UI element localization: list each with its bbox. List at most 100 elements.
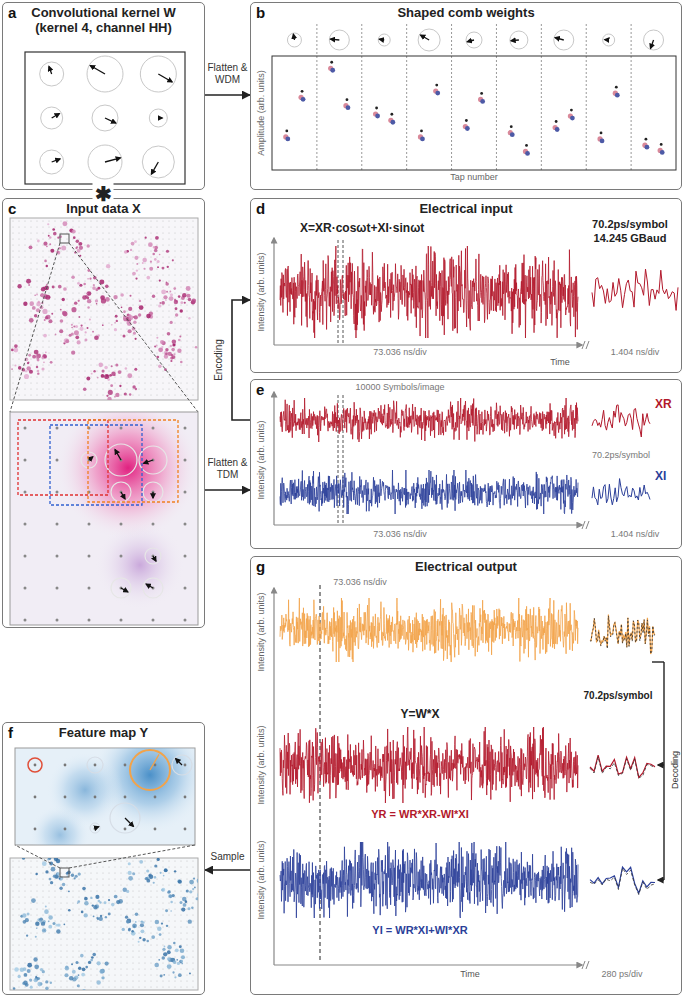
data-dot	[116, 320, 118, 322]
grid-dot	[37, 861, 38, 862]
grid-dot	[121, 365, 122, 366]
grid-dot	[145, 371, 146, 372]
grid-dot	[31, 903, 32, 904]
data-dot	[83, 387, 87, 391]
grid-dot	[79, 371, 80, 372]
grid-dot	[127, 873, 128, 874]
grid-dot	[115, 957, 116, 958]
grid-dot	[187, 353, 188, 354]
grid-dot	[43, 927, 44, 928]
grid-dot	[121, 945, 122, 946]
phasor-arrow	[511, 39, 519, 41]
data-dot	[13, 348, 18, 353]
grid-dot	[79, 263, 80, 264]
grid-dot	[193, 233, 194, 234]
grid-dot	[109, 293, 110, 294]
grid-dot	[193, 341, 194, 342]
grid-dot	[67, 891, 68, 892]
grid-dot	[157, 335, 158, 336]
phasor-ring	[329, 30, 349, 50]
grid-dot	[67, 927, 68, 928]
grid-dot	[31, 377, 32, 378]
grid-dot	[55, 395, 56, 396]
grid-dot	[67, 945, 68, 946]
grid-dot	[25, 311, 26, 312]
grid-dot	[133, 371, 134, 372]
grid-dot	[19, 885, 20, 886]
grid-dot	[97, 891, 98, 892]
grid-dot	[79, 945, 80, 946]
grid-dot	[37, 927, 38, 928]
grid-dot	[91, 927, 92, 928]
grid-dot	[61, 885, 62, 886]
grid-dot	[157, 395, 158, 396]
grid-dot	[151, 359, 152, 360]
phasor-ring	[644, 30, 664, 50]
grid-dot	[133, 981, 134, 982]
grid-dot	[43, 263, 44, 264]
grid-dot	[103, 221, 104, 222]
data-dot	[71, 327, 73, 329]
grid-dot	[169, 329, 170, 330]
grid-dot	[157, 311, 158, 312]
grid-dot	[109, 981, 110, 982]
grid-dot	[157, 897, 158, 898]
grid-dot	[19, 365, 20, 366]
grid-dot	[61, 371, 62, 372]
grid-dot	[109, 251, 110, 252]
grid-dot	[64, 828, 67, 831]
grid-dot	[67, 389, 68, 390]
grid-dot	[37, 909, 38, 910]
grid-dot	[13, 921, 14, 922]
grid-dot	[97, 867, 98, 868]
grid-dot	[103, 305, 104, 306]
grid-dot	[181, 335, 182, 336]
grid-dot	[79, 329, 80, 330]
grid-dot	[181, 377, 182, 378]
data-dot	[86, 376, 90, 380]
data-dot	[169, 296, 174, 301]
grid-dot	[67, 311, 68, 312]
grid-dot	[175, 233, 176, 234]
grid-dot	[139, 365, 140, 366]
grid-dot	[181, 269, 182, 270]
data-dot	[125, 367, 128, 370]
grid-dot	[61, 957, 62, 958]
grid-dot	[163, 365, 164, 366]
data-dot	[24, 374, 29, 379]
grid-dot	[139, 927, 140, 928]
grid-dot	[121, 867, 122, 868]
data-dot	[159, 348, 163, 352]
grid-dot	[145, 365, 146, 366]
grid-dot	[13, 335, 14, 336]
grid-dot	[31, 885, 32, 886]
data-dot	[171, 355, 175, 359]
grid-dot	[25, 287, 26, 288]
grid-dot	[73, 281, 74, 282]
phasor-arrow	[115, 450, 121, 460]
grid-dot	[31, 287, 32, 288]
data-dot	[122, 335, 125, 338]
grid-dot	[157, 329, 158, 330]
grid-dot	[24, 491, 27, 494]
data-dot	[136, 269, 138, 271]
grid-dot	[43, 365, 44, 366]
grid-dot	[184, 587, 187, 590]
grid-dot	[13, 299, 14, 300]
grid-dot	[193, 371, 194, 372]
grid-dot	[13, 245, 14, 246]
grid-dot	[13, 353, 14, 354]
grid-dot	[193, 359, 194, 360]
grid-dot	[169, 281, 170, 282]
data-dot	[92, 286, 96, 290]
data-dot	[165, 282, 169, 286]
grid-dot	[139, 389, 140, 390]
grid-dot	[109, 263, 110, 264]
grid-dot	[127, 975, 128, 976]
data-dot	[93, 284, 95, 286]
grid-dot	[121, 879, 122, 880]
grid-dot	[157, 323, 158, 324]
phasor-arrow	[150, 754, 159, 770]
grid-dot	[85, 861, 86, 862]
grid-dot	[25, 353, 26, 354]
